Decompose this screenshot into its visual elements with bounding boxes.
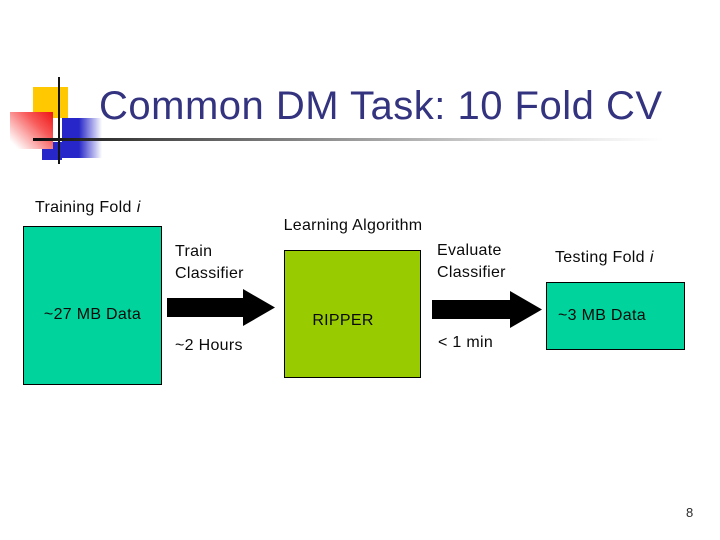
train-classifier-line2: Classifier	[175, 265, 244, 282]
evaluate-time-label: < 1 min	[438, 334, 494, 351]
train-arrow-icon	[167, 289, 275, 326]
training-data-box: ~27 MB Data	[23, 226, 162, 385]
training-fold-text: Training Fold	[35, 199, 132, 216]
learner-box: RIPPER	[284, 250, 421, 378]
testing-data-box: ~3 MB Data	[546, 282, 685, 350]
evaluate-classifier-label: Evaluate Classifier	[437, 240, 506, 284]
train-time-label: ~2 Hours	[175, 337, 243, 354]
decoration-vertical-line	[58, 77, 60, 164]
training-fold-index: i	[136, 199, 141, 216]
train-classifier-label: Train Classifier	[175, 241, 244, 285]
train-classifier-line1: Train	[175, 243, 213, 260]
testing-fold-index: i	[649, 249, 654, 266]
learning-algorithm-label: Learning Algorithm	[283, 217, 423, 234]
decoration-red-square	[10, 112, 53, 149]
testing-fold-text: Testing Fold	[555, 249, 645, 266]
testing-data-label: ~3 MB Data	[558, 307, 646, 324]
training-data-label: ~27 MB Data	[43, 306, 142, 323]
evaluate-classifier-line2: Classifier	[437, 264, 506, 281]
evaluate-classifier-line1: Evaluate	[437, 242, 502, 259]
evaluate-arrow-icon	[432, 291, 542, 328]
slide-title: Common DM Task: 10 Fold CV	[99, 84, 663, 128]
title-underline-rule	[33, 138, 690, 141]
learner-label: RIPPER	[312, 312, 374, 329]
page-number: 8	[686, 505, 694, 520]
